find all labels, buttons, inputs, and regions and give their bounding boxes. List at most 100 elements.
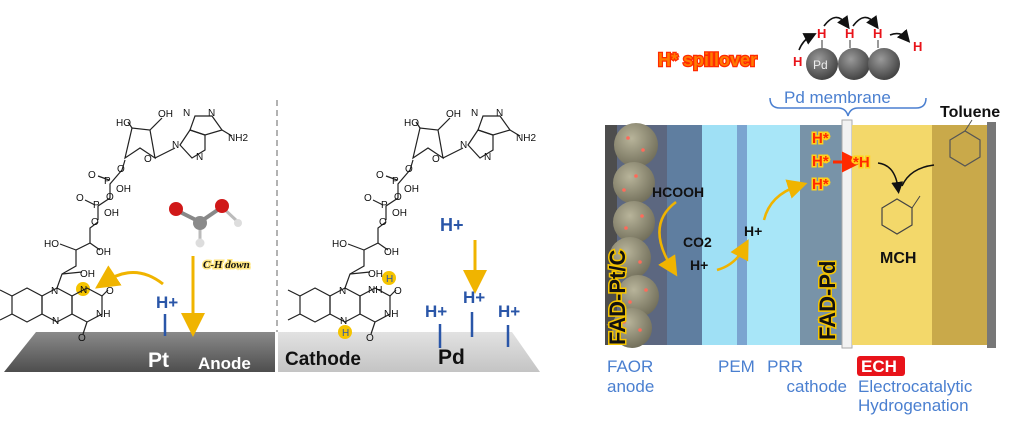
atom-label: HO bbox=[332, 239, 347, 250]
atom-label: NH bbox=[96, 309, 110, 320]
highlight-h bbox=[382, 271, 396, 285]
h-atom: H bbox=[913, 39, 922, 54]
atom-label: O bbox=[366, 333, 374, 344]
atom-label: O bbox=[432, 154, 440, 165]
atom-label: O bbox=[117, 164, 125, 175]
cathode-slab bbox=[278, 332, 540, 372]
atom-label: N bbox=[208, 108, 215, 119]
atom-label: OH bbox=[96, 247, 111, 258]
atom-label: OH bbox=[104, 208, 119, 219]
ch-down-label: C-H down bbox=[203, 259, 250, 271]
atom-label: N bbox=[183, 108, 190, 119]
caption-electrocatalytic: Electrocatalytic bbox=[858, 377, 973, 396]
hcooh-label: HCOOH bbox=[652, 184, 704, 200]
caption-anode: anode bbox=[607, 377, 654, 396]
atom-label: N bbox=[196, 152, 203, 163]
atom-label: OH bbox=[404, 184, 419, 195]
fad-pt-c-label: FAD-Pt/C bbox=[605, 250, 630, 345]
toluene-label: Toluene bbox=[940, 104, 1000, 121]
caption-hydrogenation: Hydrogenation bbox=[858, 396, 969, 415]
atom-label: N bbox=[339, 286, 346, 297]
atom-label: O bbox=[394, 192, 402, 203]
atom-label: N bbox=[80, 285, 87, 296]
proton-label: H+ bbox=[690, 257, 708, 273]
mch-structure bbox=[881, 198, 913, 235]
atom-label: O bbox=[106, 192, 114, 203]
cathode-proton: H+ bbox=[425, 302, 447, 321]
cathode-proton-top: H+ bbox=[440, 215, 464, 235]
atom-label: P bbox=[381, 200, 388, 211]
caption-ech: ECH bbox=[861, 357, 897, 376]
atom-label: N bbox=[471, 108, 478, 119]
atom-label: OH bbox=[80, 269, 95, 280]
atom-label: NH bbox=[368, 285, 382, 296]
anode-label: Anode bbox=[198, 354, 251, 373]
proton-transfer-arrow bbox=[95, 265, 164, 289]
atom-label: O bbox=[88, 170, 96, 181]
atom-label: OH bbox=[384, 247, 399, 258]
atom-label: OH bbox=[158, 109, 173, 120]
adsorbed-h: H* bbox=[812, 176, 829, 193]
caption-cathode: cathode bbox=[787, 377, 848, 396]
h-atom: H bbox=[845, 26, 854, 41]
atom-label: N bbox=[484, 152, 491, 163]
atom-label: O bbox=[376, 170, 384, 181]
atom-label: NH bbox=[384, 309, 398, 320]
caption-faor: FAOR bbox=[607, 357, 653, 376]
atom-label: OH bbox=[392, 208, 407, 219]
membrane-brace bbox=[769, 97, 927, 117]
atom-label: OH bbox=[368, 269, 383, 280]
atom-label: N bbox=[52, 316, 59, 327]
pd-atom-label: Pd bbox=[813, 58, 828, 72]
ech-badge bbox=[857, 356, 905, 376]
atom-label: P bbox=[93, 200, 100, 211]
atom-label: O bbox=[405, 164, 413, 175]
highlight-h bbox=[338, 325, 352, 339]
spillover-label: H* spillover bbox=[658, 50, 757, 70]
atom-label: NH2 bbox=[516, 133, 536, 144]
adsorbed-h: H* bbox=[812, 153, 829, 170]
h-atom: H bbox=[793, 54, 802, 69]
pt-c-catalyst-particles bbox=[609, 123, 659, 348]
atom-label: NH2 bbox=[228, 133, 248, 144]
atom-label: OH bbox=[446, 109, 461, 120]
atom-label: N bbox=[172, 140, 179, 151]
spilled-h: *H bbox=[853, 154, 870, 171]
atom-label: O bbox=[379, 217, 387, 228]
atom-label: P bbox=[392, 176, 399, 187]
mch-label: MCH bbox=[880, 250, 916, 267]
proton-label: H+ bbox=[744, 223, 762, 239]
h-atom: H bbox=[817, 26, 826, 41]
atom-label: N bbox=[496, 108, 503, 119]
atom-label: O bbox=[76, 193, 84, 204]
atom-label: P bbox=[104, 176, 111, 187]
co2-label: CO2 bbox=[683, 234, 712, 250]
atom-label: H bbox=[342, 328, 349, 339]
atom-label: O bbox=[91, 217, 99, 228]
cathode-proton: H+ bbox=[463, 288, 485, 307]
atom-label: H bbox=[386, 274, 393, 285]
pd-label: Pd bbox=[438, 346, 465, 369]
atom-label: N bbox=[340, 316, 347, 327]
cell-captions: FAOR anode PEM PRR cathode ECH Electroca… bbox=[607, 356, 973, 415]
adsorbed-h: H* bbox=[812, 130, 829, 147]
spillover-inset: H* spillover Pd H H H H H Pd membrane To… bbox=[657, 15, 1000, 121]
fad-pd-label: FAD-Pd bbox=[815, 261, 840, 340]
atom-label: O bbox=[144, 154, 152, 165]
formic-acid-model bbox=[169, 199, 242, 248]
pt-label: Pt bbox=[148, 349, 169, 372]
atom-label: O bbox=[394, 286, 402, 297]
cathode-proton: H+ bbox=[498, 302, 520, 321]
caption-prr: PRR bbox=[767, 357, 803, 376]
h-atom: H bbox=[873, 26, 882, 41]
atom-label: N bbox=[51, 286, 58, 297]
atom-label: HO bbox=[44, 239, 59, 250]
atom-label: HO bbox=[116, 118, 131, 129]
atom-label: O bbox=[364, 193, 372, 204]
pd-membrane-label: Pd membrane bbox=[784, 88, 891, 107]
